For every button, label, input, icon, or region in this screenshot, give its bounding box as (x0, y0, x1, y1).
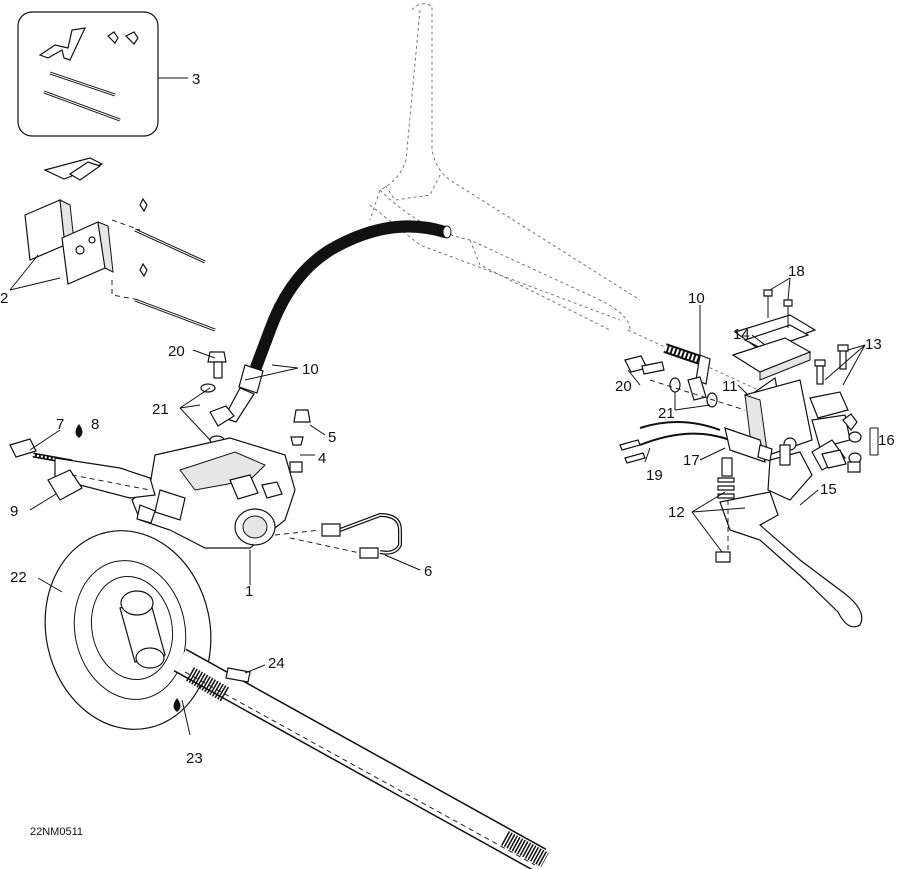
lubricant-drop-icon (173, 698, 181, 712)
brake-disc (44, 530, 212, 730)
right-hose-fitting (663, 343, 711, 385)
brake-caliper (131, 437, 296, 549)
callout-13: 13 (865, 336, 882, 353)
leader-2a (9, 254, 39, 291)
callout-15: 15 (820, 481, 837, 498)
callout-6: 6 (424, 563, 432, 580)
callout-20-right: 20 (615, 378, 632, 395)
callout-7: 7 (56, 416, 64, 433)
callout-23: 23 (186, 750, 203, 767)
brake-hose (223, 220, 452, 423)
callout-4: 4 (318, 450, 326, 467)
callout-16: 16 (878, 432, 895, 449)
callout-11: 11 (722, 378, 738, 395)
leader-2b (9, 277, 61, 291)
callout-9: 9 (10, 503, 18, 520)
callout-17: 17 (683, 452, 700, 469)
callout-19: 19 (646, 467, 663, 484)
callout-8: 8 (91, 416, 99, 433)
callout-21-right: 21 (658, 405, 675, 422)
lubricant-drop-icon (75, 424, 83, 438)
master-cylinder (731, 314, 851, 501)
bleeder-cap-base (290, 436, 304, 446)
callout-24: 24 (268, 655, 285, 672)
bleeder-cap (293, 409, 311, 423)
leader-lines (29, 277, 871, 736)
callout-21-left: 21 (152, 401, 169, 418)
callout-1: 1 (245, 583, 253, 600)
caliper-bolt-bracket (9, 438, 156, 501)
right-banjo-fittings (624, 355, 746, 411)
handlebar-ghost (369, 3, 781, 401)
drawing-code: 22NM0511 (30, 826, 83, 838)
callout-14: 14 (733, 326, 750, 343)
left-banjo-fittings (200, 351, 235, 445)
callout-10-left: 10 (302, 361, 319, 378)
callout-18: 18 (788, 263, 805, 280)
master-cylinder-screws (763, 289, 849, 385)
callout-20-left: 20 (168, 343, 185, 360)
pivot-parts (821, 413, 862, 473)
drive-shaft (173, 648, 549, 869)
brake-switch (619, 421, 773, 464)
callout-22: 22 (10, 569, 27, 586)
bleeder-screw (289, 461, 303, 473)
callout-3: 3 (192, 71, 200, 88)
callout-12: 12 (668, 504, 685, 521)
callout-2: 2 (0, 290, 8, 307)
brake-pads (24, 157, 216, 332)
callout-labels: 1 2 3 4 5 6 7 8 9 10 10 11 12 13 14 15 1… (0, 71, 895, 767)
callout-5: 5 (328, 429, 336, 446)
callout-10-right: 10 (688, 290, 705, 307)
hardware-kit-inset (17, 11, 159, 137)
brake-lever (715, 457, 863, 628)
brake-line (274, 512, 402, 559)
